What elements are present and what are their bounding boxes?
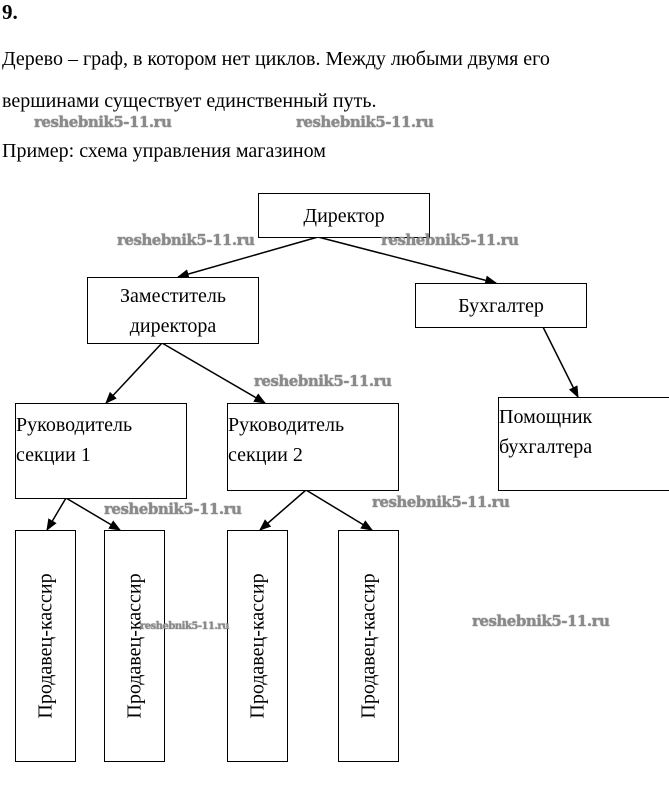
node-director-label: Директор: [303, 204, 385, 227]
node-deputy-director: Заместитель директора: [87, 277, 259, 344]
node-head1-label-2: секции 1: [16, 444, 91, 466]
watermark: reshebnik5-11.ru: [104, 500, 242, 518]
edge-accountant-assistant: [542, 326, 579, 399]
watermark: reshebnik5-11.ru: [296, 113, 434, 131]
watermark: reshebnik5-11.ru: [472, 612, 610, 630]
node-section-head-2: Руководитель секции 2: [227, 403, 399, 491]
node-accountant-label: Бухгалтер: [458, 294, 544, 317]
edge-director-accountant: [317, 236, 498, 285]
watermark: reshebnik5-11.ru: [381, 231, 519, 249]
watermark: reshebnik5-11.ru: [34, 113, 172, 131]
node-section-head-1: Руководитель секции 1: [15, 403, 187, 499]
node-head1-label-1: Руководитель: [16, 414, 133, 436]
node-cashier-1-label: Продавец-кассир: [34, 573, 56, 719]
node-assistant-label-2: бухгалтера: [499, 436, 593, 458]
watermark: reshebnik5-11.ru: [254, 372, 392, 390]
watermark: reshebnik5-11.ru: [140, 621, 229, 632]
node-cashier-4-label: Продавец-кассир: [357, 573, 379, 719]
node-cashier-2: Продавец-кассир: [104, 530, 165, 762]
definition-line-2: вершинами существует единственный путь.: [2, 90, 377, 112]
edge-deputy-head2: [161, 342, 267, 404]
definition-line-1: Дерево – граф, в котором нет циклов. Меж…: [2, 48, 550, 70]
node-deputy-label-2: директора: [129, 314, 217, 337]
node-cashier-1: Продавец-кассир: [15, 530, 76, 762]
watermark: reshebnik5-11.ru: [372, 493, 510, 511]
node-cashier-3: Продавец-кассир: [227, 530, 288, 762]
edge-head1-cashier1: [46, 497, 67, 532]
edge-head2-cashier3: [259, 489, 307, 531]
node-cashier-4: Продавец-кассир: [338, 530, 399, 762]
node-director: Директор: [258, 193, 430, 238]
edge-head1-cashier2: [65, 497, 122, 531]
edge-head2-cashier4: [305, 489, 374, 531]
node-cashier-3-label: Продавец-кассир: [246, 573, 268, 719]
task-number: 9.: [2, 0, 18, 24]
watermark: reshebnik5-11.ru: [117, 231, 255, 249]
node-head2-label-2: секции 2: [228, 444, 303, 466]
node-accountant-assistant: Помощник бухгалтера: [498, 397, 669, 491]
node-cashier-2-label: Продавец-кассир: [123, 573, 145, 719]
node-assistant-label-1: Помощник: [499, 406, 593, 428]
edge-deputy-head1: [105, 342, 163, 404]
node-deputy-label-1: Заместитель: [120, 284, 226, 307]
example-caption: Пример: схема управления магазином: [2, 140, 326, 162]
node-accountant: Бухгалтер: [415, 283, 587, 328]
edge-director-deputy: [176, 236, 319, 279]
node-head2-label-1: Руководитель: [228, 414, 345, 436]
